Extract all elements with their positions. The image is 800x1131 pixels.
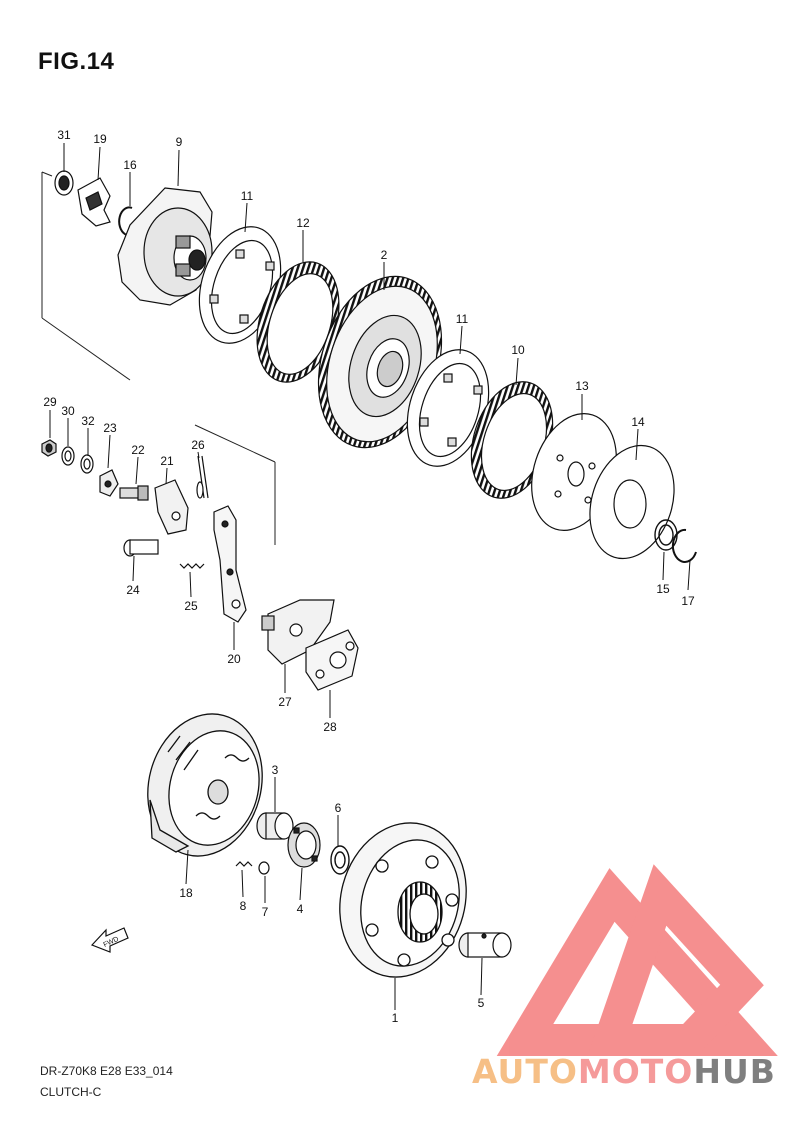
callout-9: 9 [175,135,183,149]
callout-15: 15 [656,582,670,596]
pin-24 [123,539,159,557]
one-way-clutch-4 [287,822,321,868]
roller-7 [258,861,270,875]
watermark-auto: AUTO [472,1052,578,1091]
callout-2: 2 [380,248,388,262]
screw-22 [119,485,149,501]
plate-9 [117,187,213,306]
washer-30 [61,446,75,466]
callout-17: 17 [681,594,695,608]
bushing-3 [256,812,294,840]
collar-5 [458,932,512,958]
section-name: CLUTCH-C [40,1085,102,1099]
callout-24: 24 [126,583,140,597]
spring-25 [179,563,205,569]
leader-lines [49,143,691,1010]
callout-4: 4 [296,902,304,916]
callout-30: 30 [61,404,75,418]
fwd-arrow: FWD [90,927,129,953]
friction-disc-12 [256,261,340,383]
plate-23 [99,469,119,497]
assembly-frame [41,171,276,545]
callout-20: 20 [227,652,241,666]
callout-11-left: 11 [240,189,254,203]
lever-20 [213,505,247,623]
callout-22: 22 [131,443,145,457]
callout-19: 19 [93,132,107,146]
clutch-housing-1 [339,822,467,978]
watermark-moto: MOTO [577,1052,694,1091]
spring-8 [235,861,253,867]
cotter-pin-26 [196,455,209,499]
callout-12: 12 [296,216,310,230]
callout-1: 1 [391,1011,399,1025]
callout-11-right: 11 [455,312,469,326]
friction-disc-10 [470,381,554,499]
watermark-logo [496,864,778,1056]
cam-plate-27 [261,599,335,665]
washer-6 [330,845,350,875]
callout-29: 29 [43,395,57,409]
callout-18: 18 [179,886,193,900]
model-code: DR-Z70K8 E28 E33_014 [40,1064,173,1078]
bearing-31 [54,170,74,196]
callout-5: 5 [477,996,485,1010]
clutch-plate-11-left [198,226,282,344]
callout-32: 32 [81,414,95,428]
callout-26: 26 [191,438,205,452]
callout-6: 6 [334,801,342,815]
callout-28: 28 [323,720,337,734]
plate-14 [589,444,675,560]
washer-32 [80,454,94,474]
cam-19 [77,177,111,227]
callout-31: 31 [57,128,71,142]
callout-27: 27 [278,695,292,709]
callout-13: 13 [575,379,589,393]
callout-23: 23 [103,421,117,435]
callout-21: 21 [160,454,174,468]
callout-10: 10 [511,343,525,357]
watermark-hub: HUB [693,1052,776,1091]
callout-8: 8 [239,899,247,913]
callout-14: 14 [631,415,645,429]
figure-title: FIG.14 [38,48,115,75]
callout-3: 3 [271,763,279,777]
callout-16: 16 [123,158,137,172]
callout-25: 25 [184,599,198,613]
callout-7: 7 [261,905,269,919]
clutch-plate-11-right [406,349,490,467]
circlip-17 [671,528,697,563]
nut-29 [41,439,57,457]
adjuster-21 [154,479,189,535]
plate-28 [305,629,359,691]
clutch-shoe-assembly-18 [147,713,263,857]
watermark-text: AUTOMOTOHUB [472,1052,776,1091]
